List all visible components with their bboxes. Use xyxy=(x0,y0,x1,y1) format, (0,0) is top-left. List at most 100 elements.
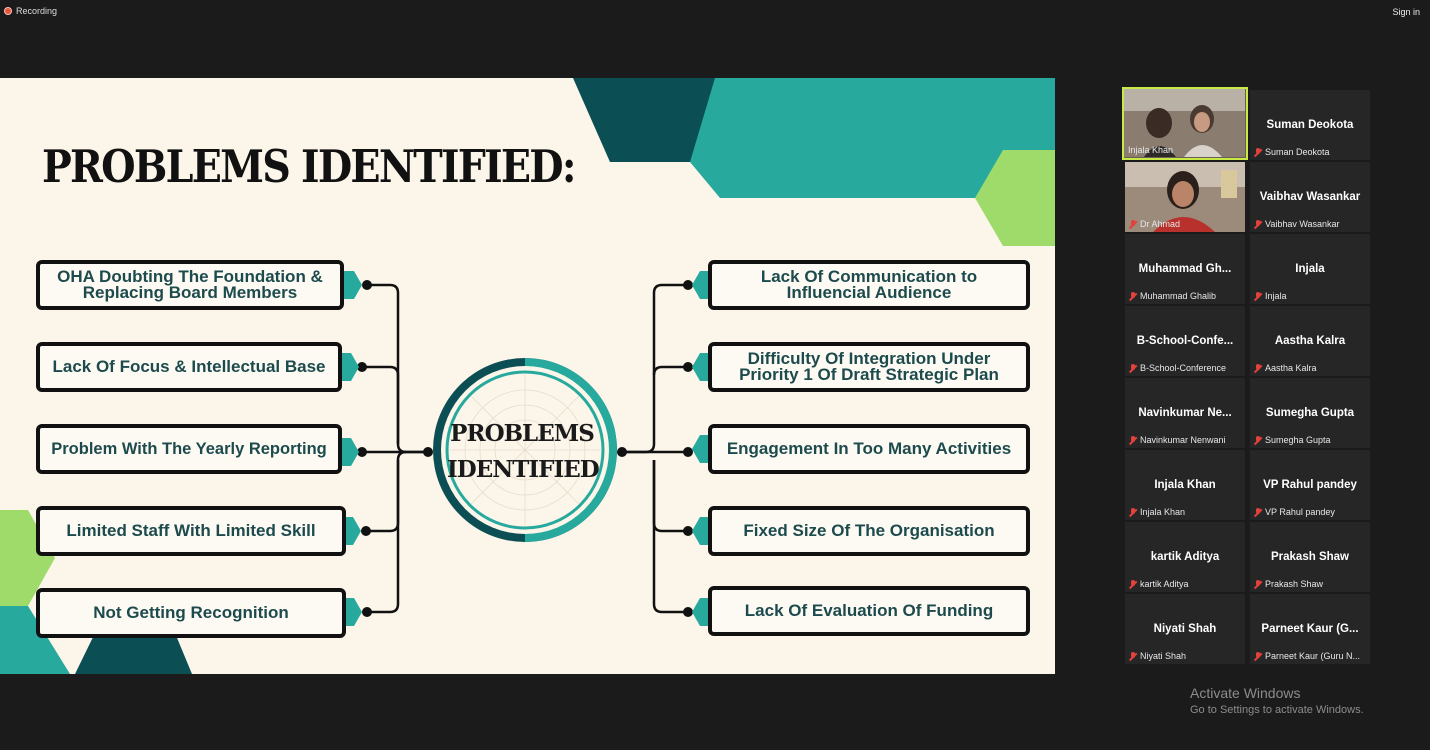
participant-name: Niyati Shah xyxy=(1140,651,1187,661)
mic-muted-icon xyxy=(1254,507,1262,517)
participant-tile[interactable]: Injala Injala xyxy=(1250,234,1370,304)
participant-tile[interactable]: Muhammad Gh... Muhammad Ghalib xyxy=(1125,234,1245,304)
problem-box-right-5: Lack Of Evaluation Of Funding xyxy=(708,586,1030,636)
connector-dots xyxy=(357,280,693,617)
participant-display-name: B-School-Confe... xyxy=(1136,335,1234,347)
participant-tile[interactable]: Suman Deokota Suman Deokota xyxy=(1250,90,1370,160)
problem-text-line2: Influencial Audience xyxy=(786,283,952,302)
participant-name: Dr Ahmad xyxy=(1140,219,1181,229)
sign-in-button[interactable]: Sign in xyxy=(1392,7,1420,17)
mic-muted-icon xyxy=(1129,363,1137,373)
participant-label: Sumegha Gupta xyxy=(1254,435,1331,445)
participant-label: Dr Ahmad xyxy=(1129,219,1180,229)
participant-display-name: Suman Deokota xyxy=(1266,119,1354,131)
recording-indicator: Recording xyxy=(4,6,57,16)
mic-muted-icon xyxy=(1129,435,1137,445)
mic-muted-icon xyxy=(1129,291,1137,301)
problem-box-right-4: Fixed Size Of The Organisation xyxy=(708,506,1030,556)
participant-display-name: Parneet Kaur (G... xyxy=(1261,623,1359,635)
participant-name: Navinkumar Nenwani xyxy=(1140,435,1226,445)
participant-label: Prakash Shaw xyxy=(1254,579,1323,589)
mic-muted-icon xyxy=(1254,579,1262,589)
hub-line2: IDENTIFIED xyxy=(447,456,600,483)
problem-box-left-2: Lack Of Focus & Intellectual Base xyxy=(36,342,342,392)
participant-name: Injala xyxy=(1265,291,1287,301)
participant-name: Parneet Kaur (Guru N... xyxy=(1265,651,1361,661)
participant-name: kartik Aditya xyxy=(1140,579,1189,589)
participant-display-name: Sumegha Gupta xyxy=(1265,407,1355,419)
participant-tile[interactable]: kartik Aditya kartik Aditya xyxy=(1125,522,1245,592)
mic-muted-icon xyxy=(1254,291,1262,301)
participant-tile[interactable]: Vaibhav Wasankar Vaibhav Wasankar xyxy=(1250,162,1370,232)
participant-tile[interactable]: VP Rahul pandey VP Rahul pandey xyxy=(1250,450,1370,520)
mic-muted-icon xyxy=(1129,579,1137,589)
problem-text-line2: Replacing Board Members xyxy=(82,283,298,302)
recording-dot-icon xyxy=(4,7,12,15)
connector-right-5 xyxy=(652,460,688,614)
activate-windows-watermark: Activate Windows Go to Settings to activ… xyxy=(1190,685,1364,716)
participant-display-name: Vaibhav Wasankar xyxy=(1259,191,1361,203)
slide-title: PROBLEMS IDENTIFIED: xyxy=(42,140,576,193)
participant-tile[interactable]: Navinkumar Ne... Navinkumar Nenwani xyxy=(1125,378,1245,448)
mic-muted-icon xyxy=(1254,219,1262,229)
problem-box-left-4: Limited Staff With Limited Skill xyxy=(36,506,346,556)
problem-box-right-3: Engagement In Too Many Activities xyxy=(708,424,1030,474)
participant-display-name: Muhammad Gh... xyxy=(1138,263,1232,275)
deco-hex-dark xyxy=(573,78,728,162)
hub-line1: PROBLEMS xyxy=(450,420,595,447)
deco-dark-left xyxy=(75,633,192,674)
connector-right-4 xyxy=(652,460,688,533)
participant-display-name: kartik Aditya xyxy=(1150,551,1220,563)
right-connectors xyxy=(622,283,688,614)
participant-display-name: Navinkumar Ne... xyxy=(1138,407,1232,419)
participant-label: kartik Aditya xyxy=(1129,579,1189,589)
participant-label: Injala Khan xyxy=(1128,145,1173,155)
participant-tile[interactable]: Injala Khan Injala Khan xyxy=(1125,450,1245,520)
recording-label: Recording xyxy=(16,6,58,16)
participant-label: VP Rahul pandey xyxy=(1254,507,1335,517)
participant-name: VP Rahul pandey xyxy=(1265,507,1335,517)
left-connectors xyxy=(362,283,428,614)
problem-text-line1: Difficulty Of Integration Under xyxy=(747,349,991,368)
hub-label: PROBLEMS IDENTIFIED xyxy=(447,416,600,488)
participant-tile[interactable]: Sumegha Gupta Sumegha Gupta xyxy=(1250,378,1370,448)
problem-text-line1: Limited Staff With Limited Skill xyxy=(66,521,316,540)
participant-label: Niyati Shah xyxy=(1129,651,1186,661)
participant-tile[interactable]: Prakash Shaw Prakash Shaw xyxy=(1250,522,1370,592)
participant-tile[interactable]: B-School-Confe... B-School-Conference xyxy=(1125,306,1245,376)
video-feed xyxy=(1124,89,1245,157)
participant-label: Aastha Kalra xyxy=(1254,363,1317,373)
participant-tile-video[interactable]: Injala Khan xyxy=(1122,87,1248,160)
watermark-title: Activate Windows xyxy=(1190,685,1301,701)
participant-label: Suman Deokota xyxy=(1254,147,1330,157)
participant-label: Injala Khan xyxy=(1129,507,1185,517)
connector-left-2 xyxy=(362,365,400,444)
participant-display-name: Aastha Kalra xyxy=(1274,335,1346,347)
participant-name: Injala Khan xyxy=(1140,507,1186,517)
participant-label: B-School-Conference xyxy=(1129,363,1226,373)
mic-muted-icon xyxy=(1254,651,1262,661)
problem-text-line1: Fixed Size Of The Organisation xyxy=(743,521,995,540)
problem-text-line1: Lack Of Focus & Intellectual Base xyxy=(52,357,326,376)
problem-text-line2: Priority 1 Of Draft Strategic Plan xyxy=(739,365,999,384)
participant-label: Vaibhav Wasankar xyxy=(1254,219,1340,229)
participant-tile[interactable]: Parneet Kaur (G... Parneet Kaur (Guru N.… xyxy=(1250,594,1370,664)
problem-text-line1: Lack Of Communication to xyxy=(760,267,978,286)
deco-teal-left xyxy=(0,606,70,674)
participant-tile[interactable]: Niyati Shah Niyati Shah xyxy=(1125,594,1245,664)
problem-box-left-5: Not Getting Recognition xyxy=(36,588,346,638)
problem-text-line1: Problem With The Yearly Reporting xyxy=(51,440,327,458)
participant-tile-video[interactable]: Dr Ahmad xyxy=(1125,162,1245,232)
mic-muted-icon xyxy=(1129,219,1137,229)
participant-name: Vaibhav Wasankar xyxy=(1265,219,1340,229)
video-feed xyxy=(1125,162,1245,232)
problem-text-line1: Not Getting Recognition xyxy=(93,603,289,622)
participant-name: Prakash Shaw xyxy=(1265,579,1324,589)
participant-name: Muhammad Ghalib xyxy=(1140,291,1217,301)
problem-box-left-1: OHA Doubting The Foundation &Replacing B… xyxy=(36,260,344,310)
participant-tile[interactable]: Aastha Kalra Aastha Kalra xyxy=(1250,306,1370,376)
participant-name: B-School-Conference xyxy=(1140,363,1227,373)
participant-label: Navinkumar Nenwani xyxy=(1129,435,1226,445)
